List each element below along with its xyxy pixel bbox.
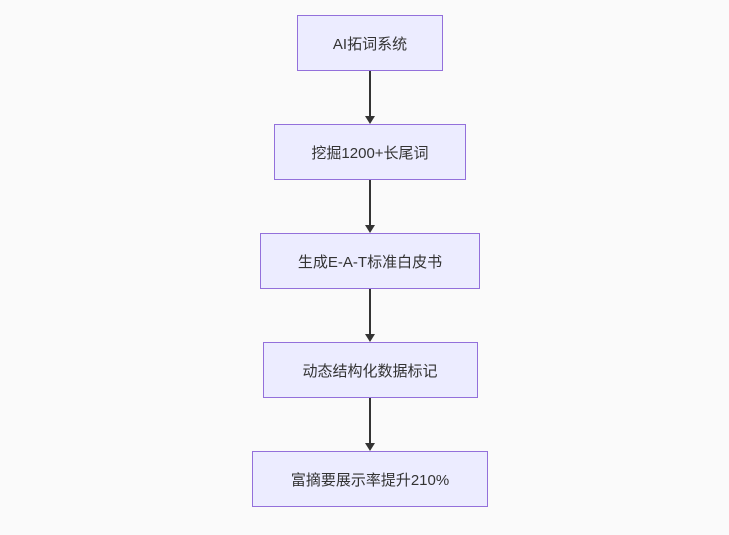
- arrowhead-down-icon: [365, 225, 375, 233]
- flow-node-label: AI拓词系统: [332, 35, 408, 53]
- edge-line: [369, 398, 371, 444]
- flow-node-ai-keyword-system: AI拓词系统: [297, 15, 443, 71]
- arrowhead-down-icon: [365, 116, 375, 124]
- flowchart: AI拓词系统 挖掘1200+长尾词 生成E-A-T标准白皮书 动态结构化数据标记: [252, 15, 488, 507]
- edge-line: [369, 289, 371, 335]
- flow-edge-a-b: [365, 71, 375, 124]
- flow-node-label: 挖掘1200+长尾词: [311, 144, 429, 162]
- flow-edge-d-e: [365, 398, 375, 451]
- flow-node-eat-whitepaper: 生成E-A-T标准白皮书: [260, 233, 480, 289]
- flow-node-structured-data-markup: 动态结构化数据标记: [262, 342, 478, 398]
- flow-node-label: 生成E-A-T标准白皮书: [297, 253, 443, 271]
- flow-edge-c-d: [365, 289, 375, 342]
- arrowhead-down-icon: [365, 443, 375, 451]
- flow-node-longtail-keywords: 挖掘1200+长尾词: [274, 124, 466, 180]
- arrowhead-down-icon: [365, 334, 375, 342]
- flow-node-rich-snippet-rate: 富摘要展示率提升210%: [252, 451, 488, 507]
- flow-node-label: 富摘要展示率提升210%: [290, 471, 450, 489]
- flow-node-label: 动态结构化数据标记: [302, 362, 438, 380]
- flow-edge-b-c: [365, 180, 375, 233]
- edge-line: [369, 71, 371, 117]
- edge-line: [369, 180, 371, 226]
